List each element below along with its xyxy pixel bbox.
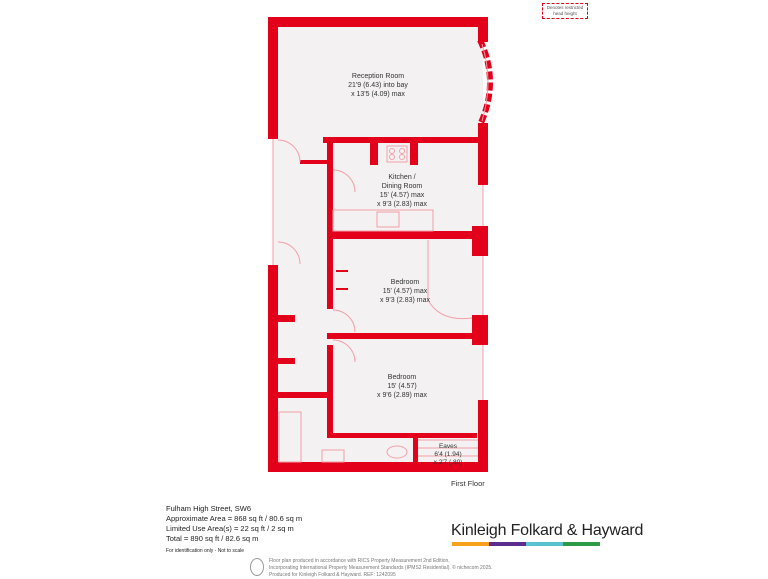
legal-line: Incorporating International Property Mea…	[269, 565, 493, 571]
room-dimension: 21'9 (6.43) into bay	[348, 82, 408, 89]
room-dimension: x 13'5 (4.09) max	[351, 91, 405, 98]
room-name: Bedroom	[387, 374, 417, 381]
room-dimension: x 9'6 (2.89) max	[377, 392, 427, 399]
restricted-height-key: Denotes restricted head height	[542, 3, 588, 19]
room-name: Eaves	[438, 443, 458, 450]
room-label-reception: Reception Room 21'9 (6.43) into bay x 13…	[348, 72, 408, 99]
room-name: Reception Room	[351, 73, 405, 80]
room-dimension: x 9'3 (2.83) max	[380, 297, 430, 304]
legal-line: Produced for Kinleigh Folkard & Hayward.…	[269, 572, 396, 578]
room-dimension: 15' (4.57) max	[382, 288, 428, 295]
legal-line: Floor plan produced in accordance with R…	[269, 558, 450, 564]
property-info: Fulham High Street, SW6 Approximate Area…	[166, 504, 302, 556]
room-name: Kitchen /	[388, 174, 416, 181]
bay-window-inner	[481, 43, 489, 122]
address: Fulham High Street, SW6	[166, 504, 252, 513]
room-label-bedroom-1: Bedroom 15' (4.57) max x 9'3 (2.83) max	[380, 278, 430, 305]
legal-text: Floor plan produced in accordance with R…	[269, 558, 493, 579]
room-label-bedroom-2: Bedroom 15' (4.57) x 9'6 (2.89) max	[377, 373, 427, 400]
brand-bar-cyan	[526, 542, 563, 546]
walls	[268, 17, 488, 472]
total-area: Total = 890 sq ft / 82.6 sq m	[166, 534, 259, 543]
room-name: Bedroom	[390, 279, 420, 286]
fixtures	[272, 139, 484, 463]
room-label-kitchen: Kitchen / Dining Room 15' (4.57) max x 9…	[377, 173, 427, 209]
disclaimer: For identification only - Not to scale	[166, 548, 245, 554]
room-name: Dining Room	[381, 183, 423, 190]
brand-bar-orange	[452, 542, 489, 546]
brand-bar-green	[563, 542, 600, 546]
room-dimension: 6'4 (1.94)	[434, 451, 462, 458]
brand-logo: Kinleigh Folkard & Hayward	[451, 522, 644, 539]
room-label-eaves: Eaves 6'4 (1.94) x 2'7 (.80)	[434, 443, 463, 467]
brand-bar-purple	[489, 542, 526, 546]
person-icon	[250, 558, 264, 576]
room-dimension: x 9'3 (2.83) max	[377, 201, 427, 208]
brand-color-bar	[452, 542, 600, 546]
room-dimension: 15' (4.57)	[387, 383, 417, 390]
approx-area: Approximate Area = 868 sq ft / 80.6 sq m	[166, 514, 303, 523]
room-dimension: 15' (4.57) max	[379, 192, 425, 199]
room-dimension: x 2'7 (.80)	[433, 459, 463, 466]
floor-label: First Floor	[451, 479, 485, 488]
limited-use-area: Limited Use Area(s) = 22 sq ft / 2 sq m	[166, 524, 294, 533]
